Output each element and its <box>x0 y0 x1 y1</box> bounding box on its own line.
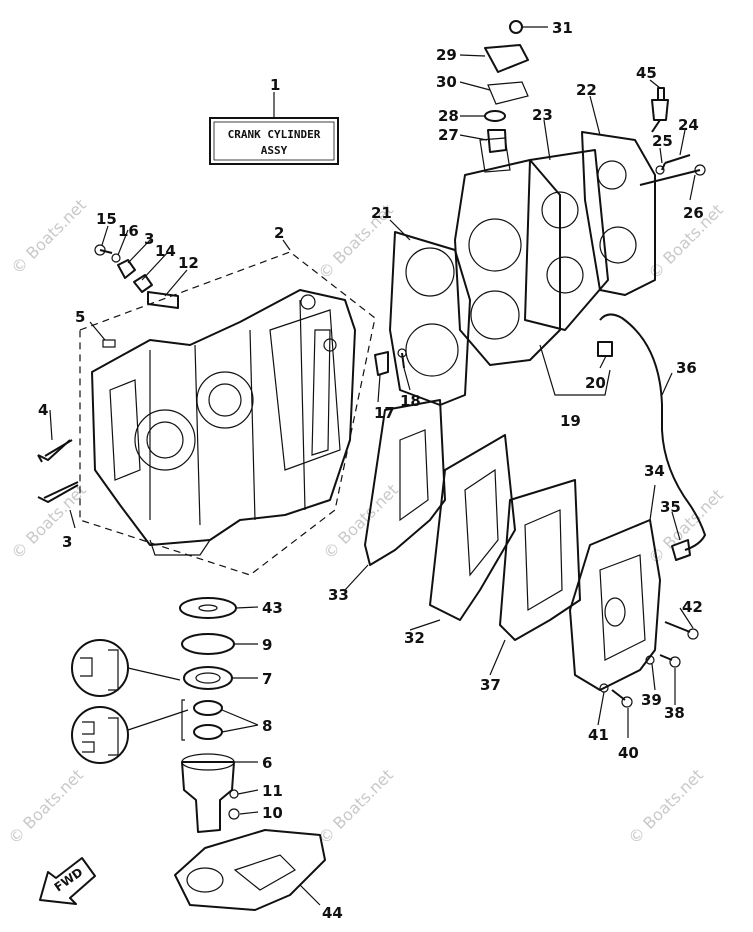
callout-34: 34 <box>644 462 665 480</box>
callout-15: 15 <box>96 210 117 228</box>
callout-35: 35 <box>660 498 681 516</box>
callout-14: 14 <box>155 242 176 260</box>
callout-40: 40 <box>618 744 639 762</box>
callout-22: 22 <box>576 81 597 99</box>
title-box: CRANK CYLINDER ASSY <box>209 92 339 165</box>
head-cover-22 <box>581 131 656 296</box>
cylinder-head <box>454 137 561 366</box>
callout-11: 11 <box>262 782 283 800</box>
cylinder-gasket-21 <box>389 231 471 406</box>
callout-18: 18 <box>400 392 421 410</box>
callout-45: 45 <box>636 64 657 82</box>
callout-37: 37 <box>480 676 501 694</box>
sensor-and-bolts <box>639 87 706 186</box>
callout-10: 10 <box>262 804 283 822</box>
callout-6: 6 <box>262 754 272 772</box>
title-box-line1: CRANK CYLINDER <box>228 128 321 141</box>
leader-lines <box>49 26 696 906</box>
callout-1: 1 <box>270 76 280 94</box>
callout-33: 33 <box>328 586 349 604</box>
hose-36 <box>597 313 706 561</box>
watermark-1: © Boats.net <box>7 195 89 277</box>
callout-12: 12 <box>178 254 199 272</box>
callout-9: 9 <box>262 636 272 654</box>
callout-2: 2 <box>274 224 284 242</box>
exhaust-outer-cover-34 <box>569 519 661 691</box>
callout-16: 16 <box>118 222 139 240</box>
watermark-8: © Boats.net <box>314 765 396 847</box>
callout-23: 23 <box>532 106 553 124</box>
gasket-33 <box>364 399 446 566</box>
callout-24: 24 <box>678 116 699 134</box>
callout-4: 4 <box>38 401 48 419</box>
callout-31: 31 <box>552 19 573 37</box>
callout-39: 39 <box>641 691 662 709</box>
head-gasket-23 <box>524 149 609 331</box>
callout-25: 25 <box>652 132 673 150</box>
exhaust-gasket-32 <box>429 434 516 621</box>
callout-43: 43 <box>262 599 283 617</box>
callout-41: 41 <box>588 726 609 744</box>
watermark-9: © Boats.net <box>624 765 706 847</box>
callout-17: 17 <box>374 404 395 422</box>
crankcase-small-parts <box>37 244 407 503</box>
callout-29: 29 <box>436 46 457 64</box>
lower-stack <box>179 597 240 833</box>
callout-38: 38 <box>664 704 685 722</box>
callout-30: 30 <box>436 73 457 91</box>
callout-26: 26 <box>683 204 704 222</box>
callout-36: 36 <box>676 359 697 377</box>
callout-labels: 1 2 3 3 4 5 6 7 8 9 10 11 12 14 15 16 17… <box>38 19 704 922</box>
callout-44: 44 <box>322 904 343 922</box>
watermark-4: © Boats.net <box>7 480 89 562</box>
fwd-arrow: FWD <box>39 857 96 905</box>
thermostat-parts <box>484 20 529 153</box>
cover-bolts <box>599 621 699 708</box>
callout-3: 3 <box>144 230 154 248</box>
callout-32: 32 <box>404 629 425 647</box>
callout-7: 7 <box>262 670 272 688</box>
callout-28: 28 <box>438 107 459 125</box>
exhaust-plate-37 <box>499 479 581 641</box>
callout-27: 27 <box>438 126 459 144</box>
callout-5: 5 <box>75 308 85 326</box>
watermark-7: © Boats.net <box>4 765 86 847</box>
callout-3: 3 <box>62 533 72 551</box>
crankcase-assembly <box>79 251 376 576</box>
seal-insets <box>71 639 189 764</box>
base-gasket-44 <box>174 829 326 911</box>
callout-20: 20 <box>585 374 606 392</box>
title-box-line2: ASSY <box>261 144 288 157</box>
callout-42: 42 <box>682 598 703 616</box>
callout-19: 19 <box>560 412 581 430</box>
callout-8: 8 <box>262 717 272 735</box>
callout-21: 21 <box>371 204 392 222</box>
